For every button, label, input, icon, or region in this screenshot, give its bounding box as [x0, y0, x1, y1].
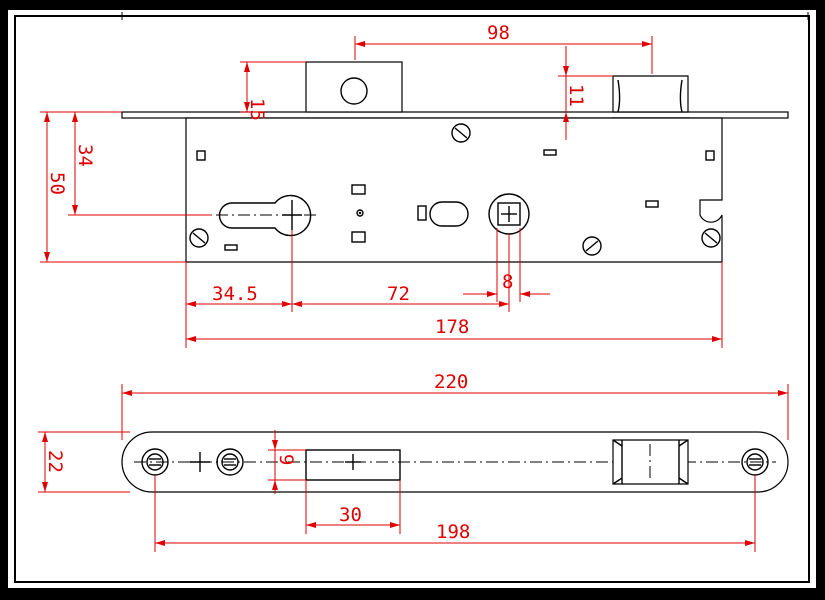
dim-34: 34 [74, 144, 96, 167]
paper-sheet [8, 10, 816, 588]
dim-34-5: 34.5 [212, 283, 258, 305]
dim-198: 198 [436, 521, 470, 543]
dim-30: 30 [339, 504, 362, 526]
screw-left [189, 228, 209, 248]
dim-220: 220 [434, 371, 468, 393]
upper-dimensions: 98 15 11 34 50 [40, 22, 723, 348]
slot-pin [417, 205, 427, 221]
lower-dimensions: 220 22 9 30 198 [38, 371, 789, 552]
dim-50: 50 [46, 172, 68, 195]
dim-9: 9 [275, 454, 297, 465]
lock-case [185, 117, 723, 263]
deadbolt-hole [340, 77, 368, 105]
faceplate [121, 111, 789, 119]
screw-right [701, 228, 721, 248]
dim-11: 11 [565, 84, 587, 107]
screw-top [451, 123, 471, 143]
inner-border [14, 15, 810, 583]
screw-mid [582, 236, 602, 256]
dim-72: 72 [387, 283, 410, 305]
deadbolt-opening [305, 449, 401, 481]
lock-body-view [121, 61, 789, 263]
dim-178: 178 [435, 316, 469, 338]
latch-bolt [612, 75, 689, 113]
dim-22: 22 [44, 450, 66, 473]
strike-plate-view [121, 431, 789, 493]
dim-15: 15 [246, 98, 268, 121]
dim-98: 98 [487, 22, 510, 44]
strike-screw-second [216, 448, 244, 476]
oval-slot [429, 201, 469, 227]
dim-8: 8 [502, 271, 513, 293]
